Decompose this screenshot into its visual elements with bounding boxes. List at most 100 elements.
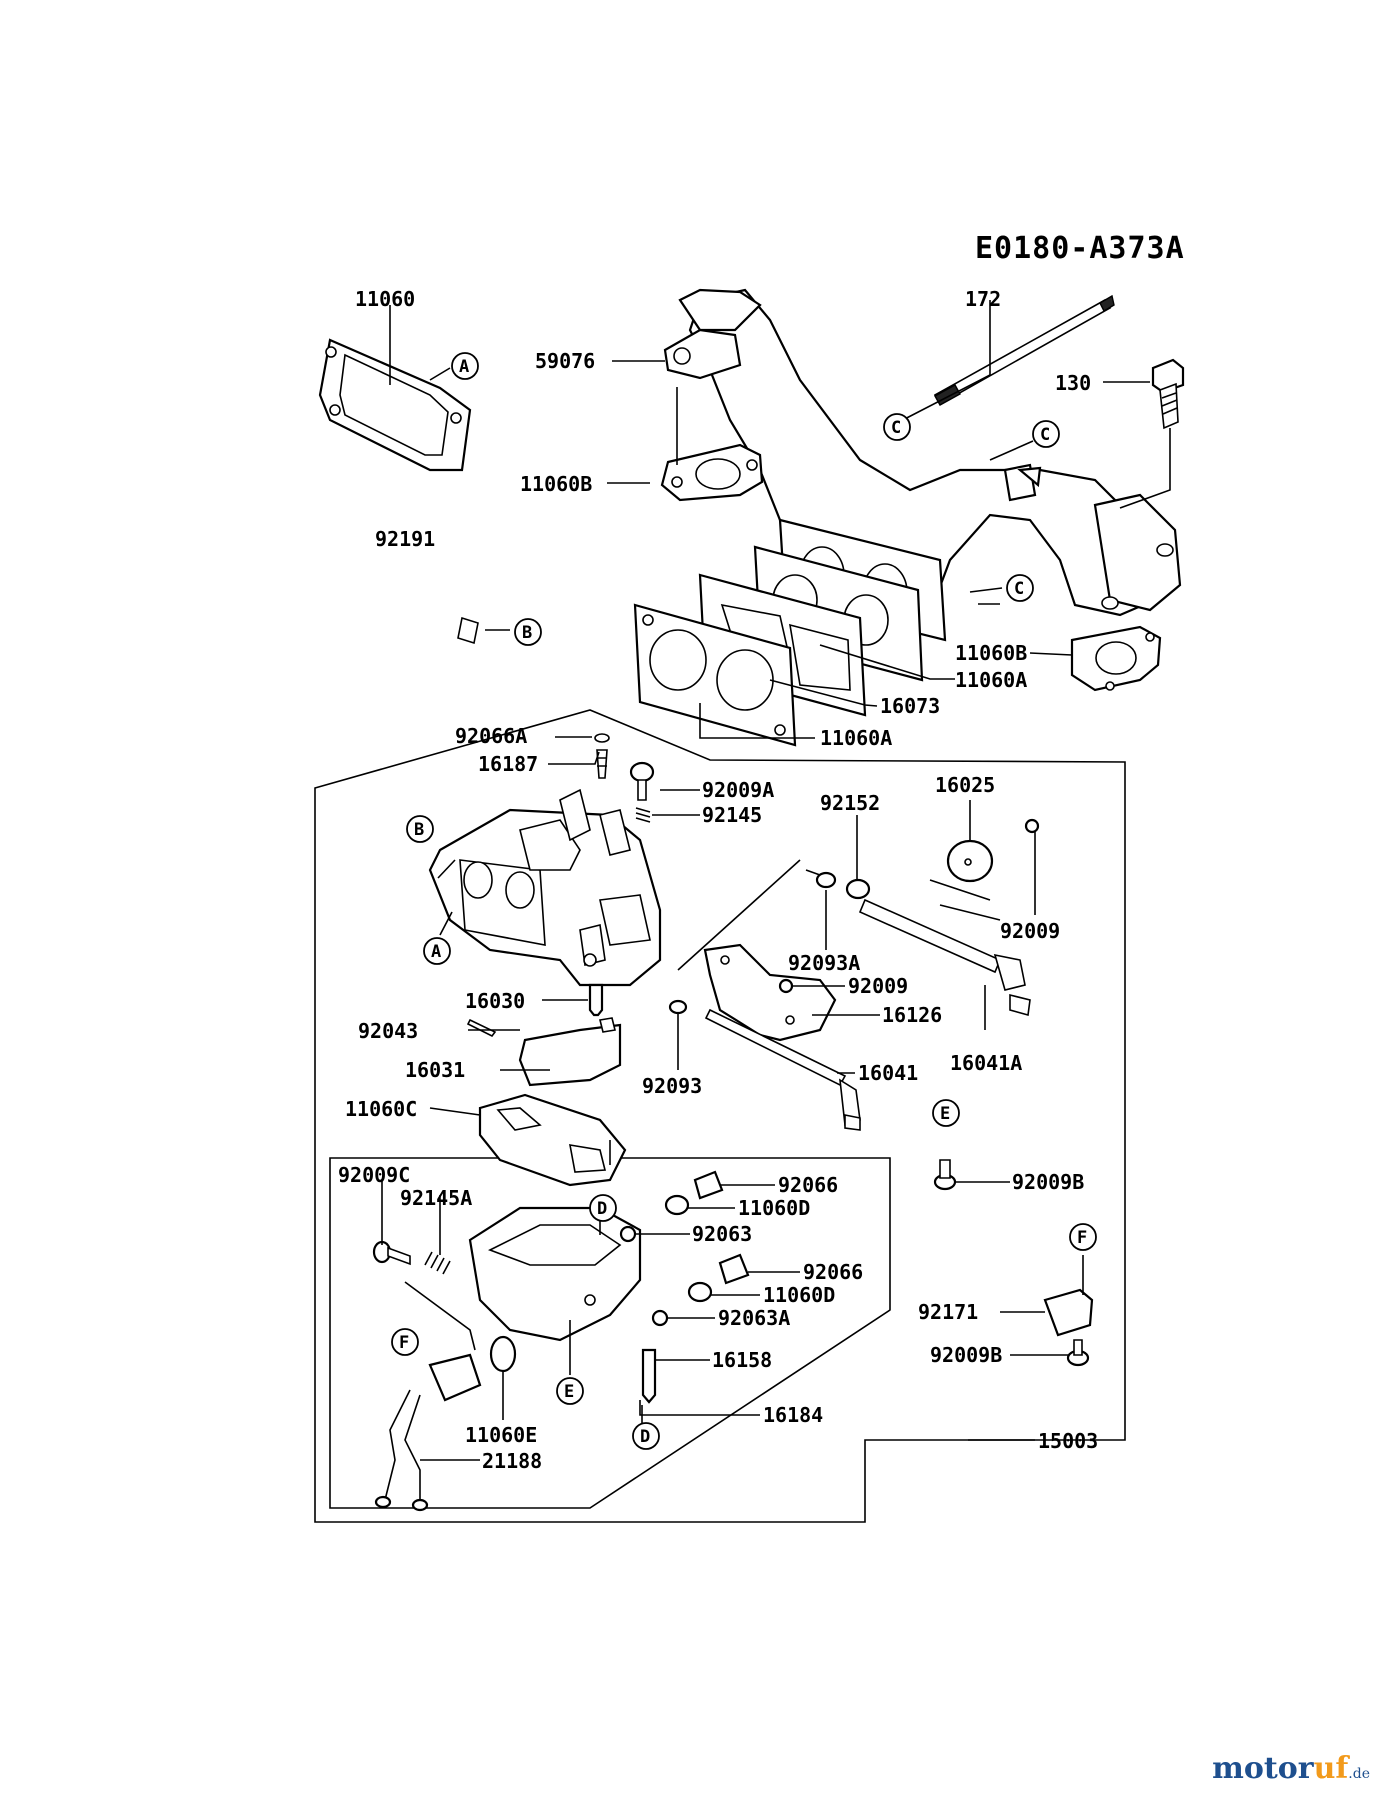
label-92152: 92152 xyxy=(820,791,880,815)
label-11060b-lower: 11060B xyxy=(955,641,1027,665)
label-92009b-top: 92009B xyxy=(1012,1170,1084,1194)
bushing-92152 xyxy=(845,878,871,900)
marker-c3: C xyxy=(1014,579,1024,599)
o-ring-11060e xyxy=(489,1335,517,1373)
label-16025: 16025 xyxy=(935,773,995,797)
label-172: 172 xyxy=(965,287,1001,311)
screw-92009-mid xyxy=(778,978,794,994)
gasket-11060b-upper xyxy=(660,443,764,502)
label-11060a-left: 11060A xyxy=(820,726,892,750)
gasket-11060b-lower xyxy=(1070,625,1162,692)
pin-92043 xyxy=(466,1018,497,1038)
watermark-part2: uf xyxy=(1313,1751,1349,1786)
o-ring-92066a xyxy=(594,733,610,743)
label-92063: 92063 xyxy=(692,1222,752,1246)
gasket-11060c xyxy=(478,1093,627,1187)
label-92009a: 92009A xyxy=(702,778,774,802)
label-92145: 92145 xyxy=(702,803,762,827)
watermark-part3: .de xyxy=(1348,1766,1370,1782)
marker-a2: A xyxy=(431,942,441,962)
label-130: 130 xyxy=(1055,371,1091,395)
label-59076: 59076 xyxy=(535,349,595,373)
label-11060: 11060 xyxy=(355,287,415,311)
marker-a1: A xyxy=(459,357,469,377)
label-92043: 92043 xyxy=(358,1019,418,1043)
screw-92009b-bot xyxy=(1066,1339,1090,1367)
marker-f2: F xyxy=(399,1333,409,1353)
label-92191: 92191 xyxy=(375,527,435,551)
float-bowl-16184 xyxy=(468,1206,642,1342)
hose-92191 xyxy=(306,583,479,735)
spring-92145a xyxy=(424,1251,451,1275)
label-11060d-bot: 11060D xyxy=(763,1283,835,1307)
jet-16187 xyxy=(596,749,608,779)
o-ring-11060d-top xyxy=(664,1194,690,1216)
label-11060c: 11060C xyxy=(345,1097,417,1121)
watermark-part1: motor xyxy=(1212,1751,1314,1786)
gasket-11060 xyxy=(318,338,472,472)
marker-f1: F xyxy=(1077,1228,1087,1248)
label-21188: 21188 xyxy=(482,1449,542,1473)
jet-92063a xyxy=(651,1309,669,1327)
label-16126: 16126 xyxy=(882,1003,942,1027)
washer-92093a xyxy=(815,871,837,889)
label-11060b-upper: 11060B xyxy=(520,472,592,496)
marker-d2: D xyxy=(640,1427,650,1447)
marker-d1: D xyxy=(597,1199,607,1219)
assembly-outline-15003 xyxy=(314,709,1126,1523)
label-16158: 16158 xyxy=(712,1348,772,1372)
watermark-logo: motoruf.de xyxy=(1212,1751,1370,1786)
carburetor-body xyxy=(428,788,662,987)
screw-16158 xyxy=(641,1348,657,1404)
label-92009c: 92009C xyxy=(338,1163,410,1187)
screw-92009a xyxy=(629,761,655,801)
washer-92093 xyxy=(668,999,688,1015)
jet-92063 xyxy=(619,1225,637,1243)
label-92145a: 92145A xyxy=(400,1186,472,1210)
label-16041: 16041 xyxy=(858,1061,918,1085)
marker-e1: E xyxy=(940,1104,950,1124)
bracket-92171 xyxy=(1043,1288,1094,1337)
label-16187: 16187 xyxy=(478,752,538,776)
marker-c2: C xyxy=(1040,425,1050,445)
screw-92009b-top xyxy=(933,1159,957,1191)
label-16184: 16184 xyxy=(763,1403,823,1427)
label-92063a: 92063A xyxy=(718,1306,790,1330)
label-92093a: 92093A xyxy=(788,951,860,975)
label-92171: 92171 xyxy=(918,1300,978,1324)
label-92066a: 92066A xyxy=(455,724,527,748)
label-92066-top: 92066 xyxy=(778,1173,838,1197)
plug-92066-top xyxy=(693,1170,724,1200)
label-92009-right: 92009 xyxy=(1000,919,1060,943)
label-92093: 92093 xyxy=(642,1074,702,1098)
marker-b1: B xyxy=(522,623,532,643)
needle-16030 xyxy=(588,983,604,1017)
label-11060e: 11060E xyxy=(465,1423,537,1447)
label-16030: 16030 xyxy=(465,989,525,1013)
screw-92009c xyxy=(372,1240,411,1266)
screw-92009-right xyxy=(1024,818,1040,834)
plate-16025 xyxy=(946,839,994,883)
plug-92066-bot xyxy=(718,1253,750,1285)
label-11060d-top: 11060D xyxy=(738,1196,810,1220)
marker-e2: E xyxy=(564,1382,574,1402)
diagram-code: E0180-A373A xyxy=(975,231,1185,266)
plate-16126 xyxy=(703,943,837,1042)
solenoid-21188 xyxy=(374,1353,482,1512)
shaft-16041a xyxy=(858,898,1031,1017)
o-ring-11060d-bot xyxy=(687,1281,713,1303)
gasket-16073-stack xyxy=(633,545,924,747)
label-15003: 15003 xyxy=(1038,1429,1098,1453)
float-16031 xyxy=(518,1017,622,1087)
label-16041a: 16041A xyxy=(950,1051,1022,1075)
label-92066-bot: 92066 xyxy=(803,1260,863,1284)
label-92009b-bot: 92009B xyxy=(930,1343,1002,1367)
marker-b2: B xyxy=(414,820,424,840)
spring-92145 xyxy=(635,807,651,823)
assembly-outline-16184 xyxy=(329,1157,891,1509)
shaft-16041 xyxy=(704,1008,861,1131)
label-11060a-right: 11060A xyxy=(955,668,1027,692)
label-16073: 16073 xyxy=(880,694,940,718)
label-16031: 16031 xyxy=(405,1058,465,1082)
